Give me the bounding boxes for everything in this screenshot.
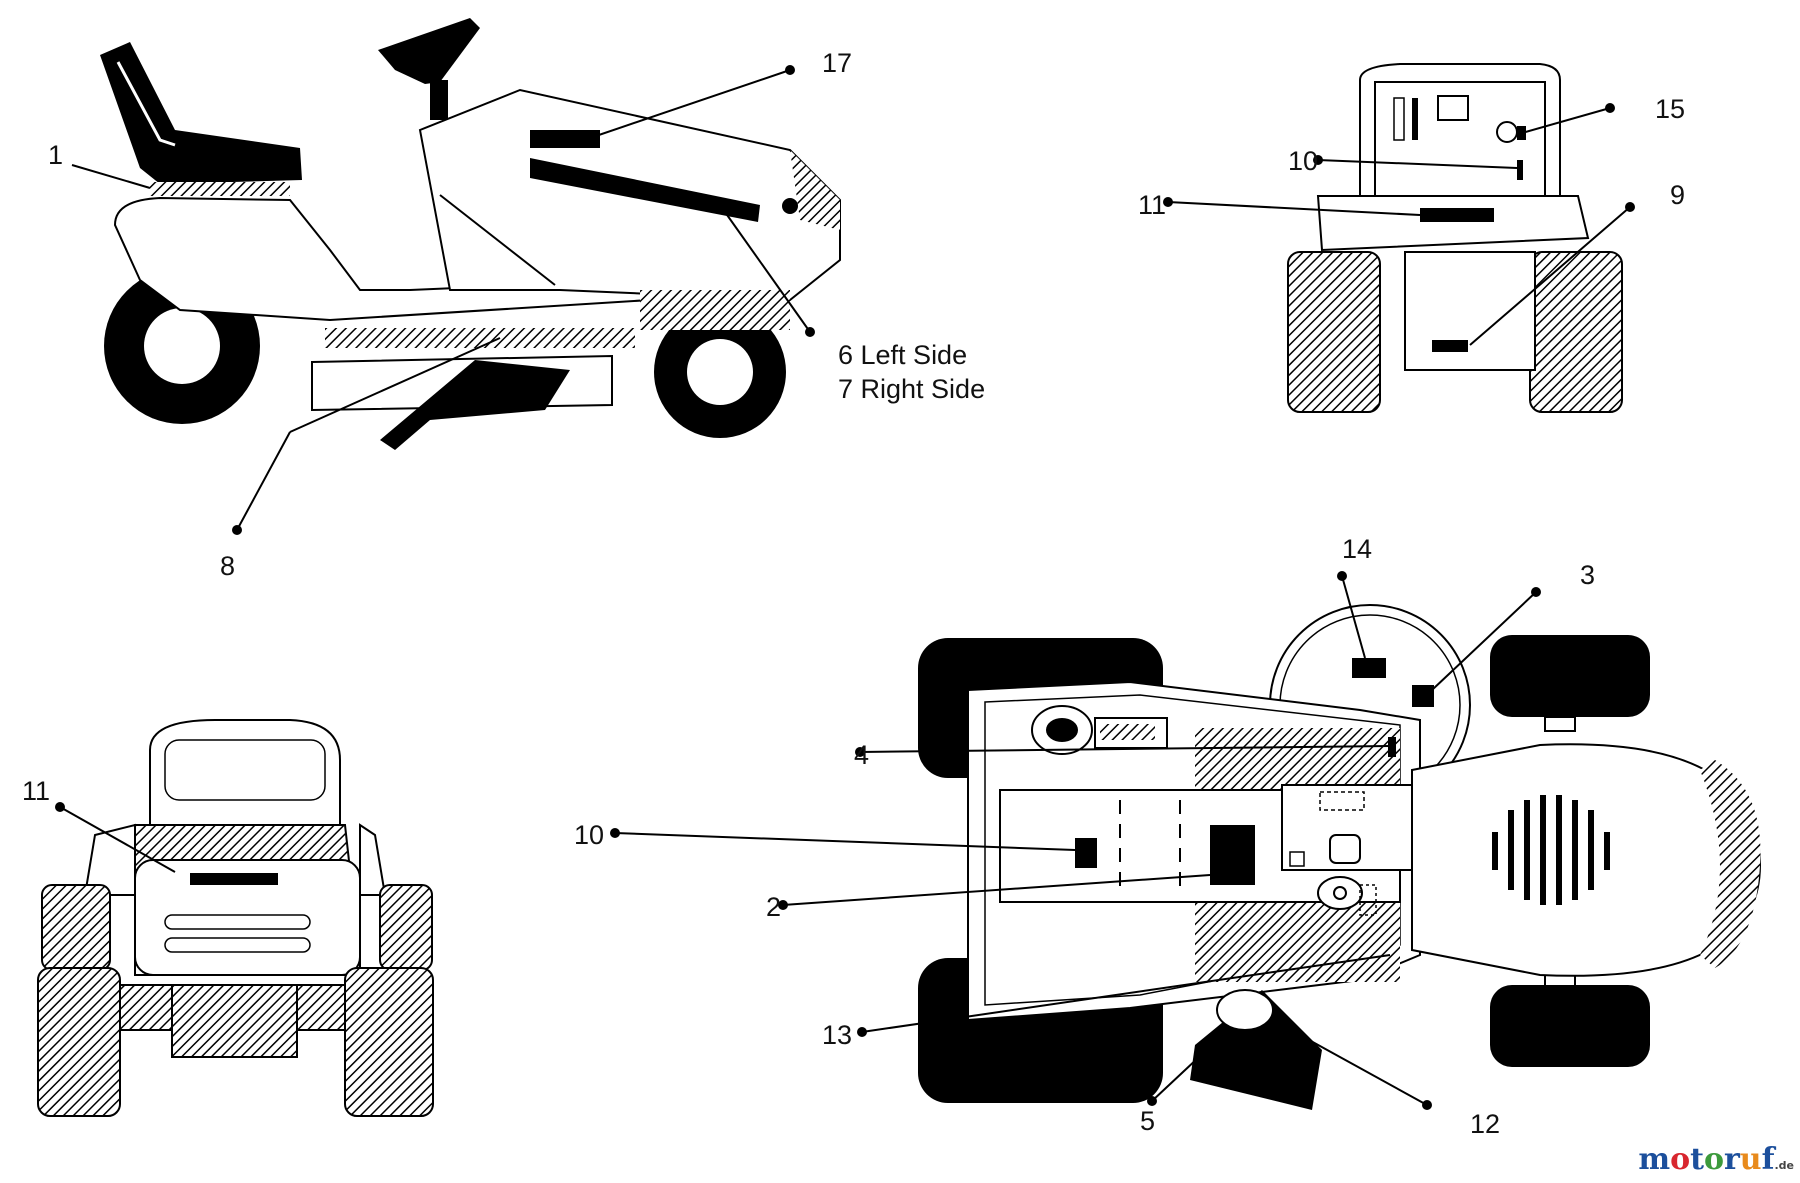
hood-grille (1492, 795, 1610, 905)
hood-decal-17 (530, 130, 600, 148)
wm-letter-o2: o (1703, 1142, 1724, 1177)
callout-6-left-side: 6 Left Side (838, 340, 967, 370)
wm-letter-r: r (1723, 1142, 1740, 1177)
console (1281, 784, 1413, 871)
top-front-left-tire (1490, 635, 1650, 717)
steering-wheel (378, 18, 480, 84)
seat-decal-1 (150, 182, 290, 196)
seat (100, 42, 302, 184)
callout-10-front: 10 (1288, 146, 1318, 176)
decal-10-front (1517, 160, 1523, 180)
decal-3 (1412, 685, 1434, 707)
decal-2 (1210, 825, 1255, 885)
decal-4 (1388, 737, 1396, 757)
top-chute (1190, 990, 1322, 1110)
callout-9: 9 (1670, 180, 1685, 210)
callout-17: 17 (822, 48, 852, 78)
decal-11-front (1420, 208, 1494, 222)
callout-11-rear: 11 (22, 776, 50, 806)
front-wheel (654, 306, 786, 438)
decal-9 (1432, 340, 1468, 352)
callout-5: 5 (1140, 1106, 1155, 1136)
callout-1: 1 (48, 140, 63, 170)
wm-letter-t: t (1690, 1142, 1704, 1177)
wm-domain: .de (1774, 1159, 1794, 1172)
top-front-right-tire (1490, 985, 1650, 1067)
front-bumper (1316, 195, 1590, 252)
callout-4: 4 (854, 740, 869, 770)
decal-10-top (1075, 838, 1097, 868)
wm-letter-f: f (1761, 1142, 1775, 1177)
floor-upper-hatch (1195, 728, 1400, 790)
callout-10-top: 10 (574, 820, 604, 850)
top-hood (1411, 743, 1762, 977)
front-deck (1404, 251, 1536, 371)
callout-3: 3 (1580, 560, 1595, 590)
wm-letter-m: m (1638, 1142, 1671, 1177)
side-view (71, 18, 841, 535)
rear-hitch (171, 984, 298, 1058)
callout-labels: 1 17 6 Left Side 7 Right Side 8 15 10 11… (22, 48, 1685, 1139)
rear-right-tire (344, 967, 434, 1117)
motoruf-watermark: motoruf.de (1638, 1142, 1794, 1177)
callout-2: 2 (766, 892, 781, 922)
rear-left-upper-tire (41, 884, 111, 971)
hood-stripe (530, 158, 760, 222)
front-left-tire (1287, 251, 1381, 413)
frame-hatch (325, 328, 635, 348)
discharge-chute (380, 360, 570, 450)
callout-12: 12 (1470, 1109, 1500, 1139)
rear-view (37, 719, 434, 1117)
callout-8: 8 (220, 551, 235, 581)
rear-left-tire (37, 967, 121, 1117)
callout-7-right-side: 7 Right Side (838, 374, 985, 404)
callout-14: 14 (1342, 534, 1372, 564)
wm-letter-u: u (1739, 1142, 1762, 1177)
decal-14 (1352, 658, 1386, 678)
decal-11-rear (190, 873, 278, 885)
wm-letter-o1: o (1670, 1142, 1691, 1177)
callout-15: 15 (1655, 94, 1685, 124)
callout-13: 13 (822, 1020, 852, 1050)
rear-right-upper-tire (379, 884, 433, 971)
front-right-tire (1529, 251, 1623, 413)
top-view (610, 571, 1762, 1110)
floor-lower-hatch (1195, 900, 1400, 982)
decal-15 (1517, 126, 1526, 140)
front-view (1163, 63, 1635, 413)
callout-11-front: 11 (1138, 190, 1166, 220)
